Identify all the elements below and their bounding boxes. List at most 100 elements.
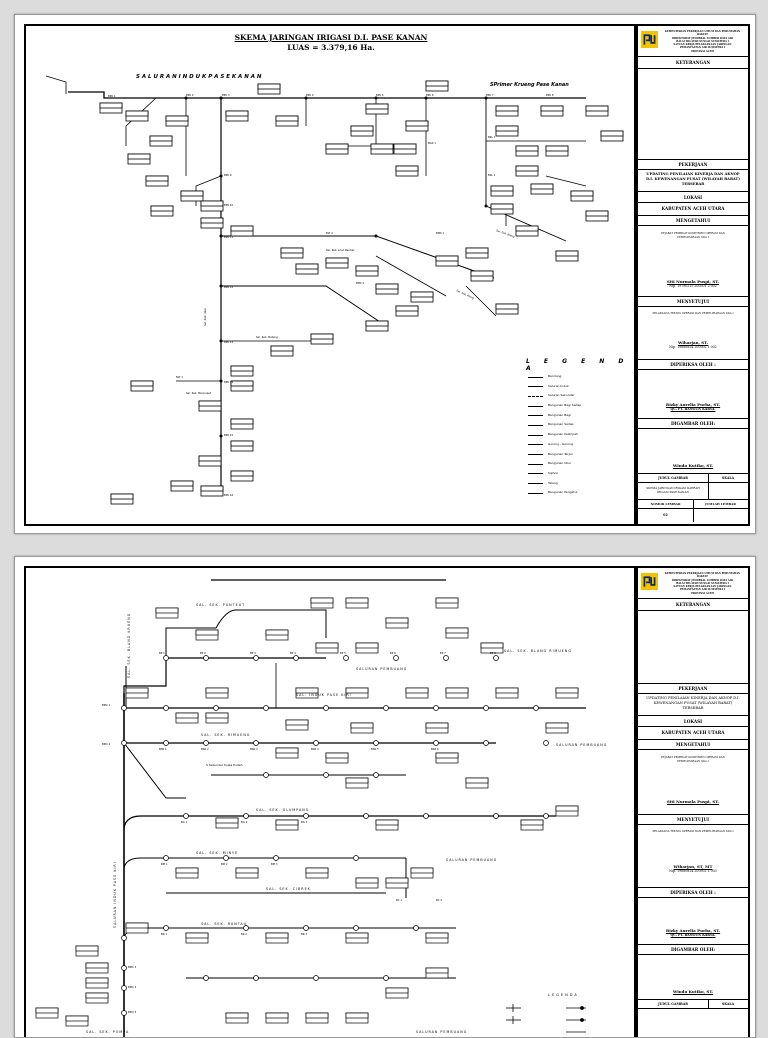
vertical-blang-krueng-label: SAL. SEK. BLANG KRUENG [127, 613, 131, 678]
canal-label-induk-pase-kiri: SAL. INDUK PASE KIRI [296, 693, 352, 697]
svg-text:BPKi 2: BPKi 2 [102, 742, 111, 746]
svg-text:BPK 12: BPK 12 [224, 285, 234, 289]
drawing-sheet-1: SKEMA JARINGAN IRIGASI D.I. PASE KANAN L… [14, 14, 756, 534]
svg-text:BPK 14: BPK 14 [224, 380, 234, 384]
keterangan-body [638, 69, 748, 160]
legend-item-weir: Bendung [526, 372, 630, 382]
canal-label-pembuang-1: SALURAN PEMBUANG [356, 667, 407, 671]
svg-text:BMK 2: BMK 2 [356, 281, 365, 285]
legend-item-main-canal: Saluran Induk [526, 382, 630, 392]
svg-text:BP 8: BP 8 [490, 651, 496, 655]
legend-item-flume: Talang [526, 479, 630, 489]
lokasi-label: LOKASI [638, 193, 748, 203]
svg-text:Sal. Sek. Alue: Sal. Sek. Alue [203, 308, 207, 326]
svg-text:BPK 11: BPK 11 [224, 235, 234, 239]
legend-item-divider-tap: Bangunan Bagi Sadap [526, 401, 630, 411]
svg-text:BPK 2: BPK 2 [186, 93, 194, 97]
svg-text:BPK 8: BPK 8 [546, 93, 554, 97]
digambar-block-2: Windo Kutiko, ST. [638, 955, 748, 1000]
svg-text:BP 3: BP 3 [250, 651, 256, 655]
signer-1: Siti Nurmala Puspi, ST. [666, 279, 720, 284]
nomor-value: 02 [638, 509, 748, 522]
digambar-label: DIGAMBAR OLEH: [638, 419, 748, 429]
schema-area: LUAS = 3.379,16 Ha. [287, 43, 375, 52]
svg-text:BC 1: BC 1 [396, 898, 402, 902]
svg-text:BC 2: BC 2 [436, 898, 442, 902]
svg-text:BPK 4: BPK 4 [306, 93, 314, 97]
title-block-1: KEMENTERIAN PEKERJAAN UMUM DAN PERUMAHAN… [636, 24, 750, 526]
lokasi-value: KABUPATEN ACEH UTARA [638, 203, 748, 216]
svg-text:BPK 13: BPK 13 [224, 340, 234, 344]
svg-text:BGS 1: BGS 1 [428, 141, 436, 145]
signer-2: Wiharjan, ST. [677, 339, 709, 345]
svg-text:BPK 16: BPK 16 [224, 493, 234, 497]
svg-text:BPKi 3: BPKi 3 [128, 965, 137, 969]
org-header: KEMENTERIAN PEKERJAAN UMUM DAN PERUMAHAN… [638, 26, 748, 57]
svg-text:BP 7: BP 7 [440, 651, 446, 655]
judul-value: SKEMA JARINGAN IRIGASI DAERAH IRIGASI PA… [638, 483, 748, 500]
nip-3: QC. PT. BANGUN KARYA. [670, 407, 716, 411]
mengetahui-role: PEJABAT PEMBUAT KOMITMEN OPERASI DAN PEM… [661, 232, 725, 239]
svg-text:BSR 6: BSR 6 [431, 747, 439, 751]
svg-text:BLT 2: BLT 2 [326, 231, 333, 235]
canal-label-rantau: SAL. SEK. RANTAU [201, 922, 247, 926]
pekerjaan-value-2: UPDATING PENILAIAN KINERJA DAN AKNOP D.I… [638, 694, 748, 716]
svg-text:BP 2: BP 2 [200, 651, 206, 655]
svg-text:BSR 3: BSR 3 [250, 747, 258, 751]
svg-text:BSR 5: BSR 5 [371, 747, 379, 751]
mengetahui-label: MENGETAHUI [638, 216, 748, 226]
svg-text:Sal. Sek. Meunasah: Sal. Sek. Meunasah [186, 391, 212, 395]
canal-label-minye: SAL. SEK. MINYE [196, 851, 238, 855]
svg-text:Sal. Sek. Blang: Sal. Sek. Blang [496, 228, 516, 239]
canal-label-rimueng: SAL. SEK. RIMUENG [201, 733, 250, 737]
lokasi-value-2: KABUPATEN ACEH UTARA [638, 727, 748, 740]
canal-label-pompa: SAL. SEK. POMPA [86, 1030, 129, 1034]
lokasi-label-2: LOKASI [638, 717, 748, 727]
svg-text:BG 2: BG 2 [241, 820, 248, 824]
legend-item-divider: Bangunan Bagi [526, 411, 630, 421]
digambar-block: Windo Kutiko, ST. [638, 429, 748, 474]
svg-text:BP 6: BP 6 [390, 651, 396, 655]
svg-text:BPKi 4: BPKi 4 [128, 985, 137, 989]
canal-label-punteut: SAL. SEK. PUNTEUT [196, 603, 245, 607]
pu-logo-icon [641, 573, 658, 590]
org-name-2: KEMENTERIAN PEKERJAAN UMUM DAN PERUMAHAN… [664, 572, 741, 595]
svg-text:Sal. Sek. Matang: Sal. Sek. Matang [256, 335, 278, 339]
canal-label-blang-rimueng: SAL. SEK. BLANG RIMUENG [504, 649, 572, 653]
svg-text:BSR 2: BSR 2 [201, 747, 209, 751]
svg-text:Sal. Sek. Rhing: Sal. Sek. Rhing [456, 288, 476, 300]
signer-4: Windo Kutiko, ST. [672, 463, 714, 468]
svg-text:BPK 5: BPK 5 [376, 93, 384, 97]
legend-item-tap: Bangunan Sadap [526, 420, 630, 430]
nip-1: Nip. 19790215 200501 2 002 [669, 284, 717, 288]
menyetujui-block-2: PELAKSANA TEKNIS OPERASI DAN PEMELIHARAA… [638, 825, 748, 888]
judul-header-2: JUDUL GAMBAR SKALA [638, 1000, 748, 1009]
svg-text:BKL 1: BKL 1 [488, 135, 496, 139]
nip-2: Nip. 19680824 200502 1 002 [669, 344, 717, 349]
title-block-2: KEMENTERIAN PEKERJAAN UMUM DAN PERUMAHAN… [636, 566, 750, 1037]
judul-header: JUDUL GAMBAR SKALA [638, 474, 748, 483]
canal-label-pembuang-4: SALURAN PEMBUANG [416, 1030, 467, 1034]
svg-text:BPK 6: BPK 6 [426, 93, 434, 97]
legend-item-drop: Bangunan Terjun [526, 450, 630, 460]
pu-logo-icon [641, 31, 658, 48]
svg-text:BR 2: BR 2 [241, 932, 247, 936]
svg-text:BPK 7: BPK 7 [486, 93, 494, 97]
svg-text:BG 3: BG 3 [301, 820, 308, 824]
menyetujui-label: MENYETUJUI [638, 297, 748, 307]
legend-item-regulator: Bangunan Pengatur [526, 488, 630, 498]
svg-text:BPKi 5: BPKi 5 [128, 1010, 137, 1014]
legend-item-culvert: Gorong - Gorong [526, 440, 630, 450]
legend-item-spillway: Bangunan Pelimpah [526, 430, 630, 440]
diperiksa-label: DIPERIKSA OLEH : [638, 360, 748, 370]
svg-text:BPK 1: BPK 1 [108, 94, 116, 98]
menyetujui-block: PELAKSANA TEKNIS OPERASI DAN PEMELIHARAA… [638, 307, 748, 360]
diperiksa-label-2: DIPERIKSA OLEH : [638, 888, 748, 898]
diperiksa-block-2: Rizky Aurelia Purba, ST. QC. PT. BANGUN … [638, 898, 748, 945]
canal-label-glumpang: SAL. SEK. GLUMPANG [256, 808, 309, 812]
keterangan-label-2: KETERANGAN [638, 600, 748, 611]
signer-3: Rizky Aurelia Purba, ST. [665, 402, 721, 407]
schema-pase-kiri: SAL. SEK. PUNTEUT SAL. SEK. BLANG RIMUEN… [24, 566, 636, 1037]
schema-network-1: S A L U R A N I N D U K P A S E K A N A … [45, 74, 624, 505]
svg-text:BPK 3: BPK 3 [222, 93, 230, 97]
